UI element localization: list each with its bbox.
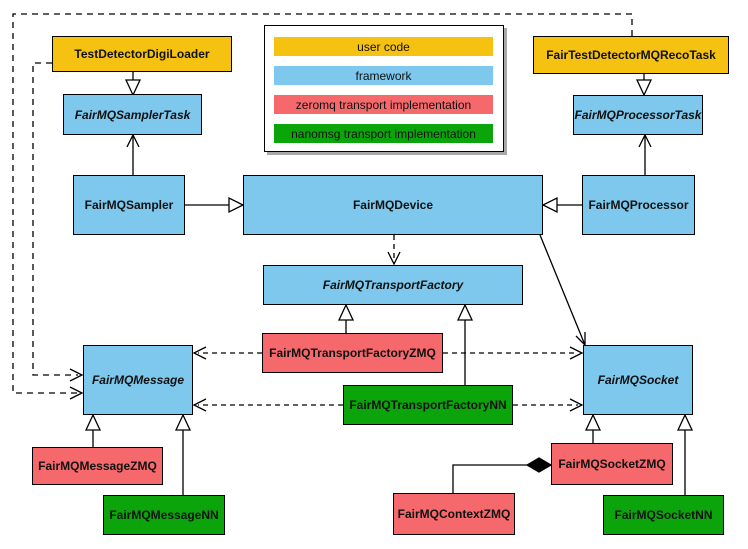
edge-dependency-device-factory xyxy=(387,235,401,266)
class-box-fairmq-message: FairMQMessage xyxy=(83,345,193,415)
edge-dependency-recotask-message xyxy=(12,13,633,400)
legend-item-zeromq: zeromq transport implementation xyxy=(274,95,493,114)
class-label: FairMQTransportFactory xyxy=(322,278,464,292)
edge-association-device-socket xyxy=(539,234,586,347)
class-label: FairMQSamplerTask xyxy=(74,107,191,122)
edge-dependency-digiloader-message xyxy=(32,62,84,382)
edge-dependency-factorynn-message xyxy=(192,398,343,412)
class-box-fairmq-context-zmq: FairMQContextZMQ xyxy=(393,493,515,535)
legend-label: zeromq transport implementation xyxy=(295,97,472,112)
class-box-test-detector-digi-loader: TestDetectorDigiLoader xyxy=(52,36,232,72)
edge-association-processor-processortask xyxy=(638,133,652,175)
edge-inheritance-messagenn-message xyxy=(174,413,192,495)
class-label: FairMQProcessor xyxy=(588,198,689,212)
legend: user code framework zeromq transport imple… xyxy=(264,25,504,152)
edge-inheritance-digiloader-samplertask xyxy=(124,72,142,97)
class-label: FairMQSocket xyxy=(597,373,679,387)
edge-inheritance-socketzmq-socket xyxy=(584,413,602,443)
class-label: FairMQSocketNN xyxy=(614,508,713,522)
class-label: FairTestDetectorMQRecoTask xyxy=(546,48,716,62)
edge-dependency-factorynn-socket xyxy=(513,398,584,412)
edge-inheritance-factoryzmq-factory xyxy=(337,303,355,333)
class-label: FairMQMessageZMQ xyxy=(38,459,157,473)
class-box-fairmq-transport-factory-nn: FairMQTransportFactoryNN xyxy=(343,385,513,425)
edge-dependency-factoryzmq-socket xyxy=(443,346,584,360)
legend-label: framework xyxy=(355,68,412,83)
class-box-fairmq-device: FairMQDevice xyxy=(243,175,543,235)
class-box-fairmq-processor-task: FairMQProcessorTask xyxy=(573,95,703,135)
edge-inheritance-processor-device xyxy=(541,196,582,214)
class-box-fairmq-sampler-task: FairMQSamplerTask xyxy=(63,94,202,135)
class-label: FairMQTransportFactoryZMQ xyxy=(269,346,436,360)
class-label: TestDetectorDigiLoader xyxy=(74,47,210,61)
edge-inheritance-sampler-device xyxy=(185,196,245,214)
edge-inheritance-recotask-processortask xyxy=(635,74,653,97)
class-label: FairMQContextZMQ xyxy=(397,507,511,521)
class-box-fairmq-message-zmq: FairMQMessageZMQ xyxy=(32,447,163,485)
legend-label: nanomsg transport implementation xyxy=(291,126,476,141)
class-label: FairMQMessage xyxy=(91,373,185,387)
legend-item-user: user code xyxy=(274,37,493,56)
composition-diamond-icon xyxy=(525,457,553,473)
class-box-fairmq-transport-factory-zmq: FairMQTransportFactoryZMQ xyxy=(262,333,443,373)
class-label: FairMQSampler xyxy=(84,198,174,212)
legend-label: user code xyxy=(357,39,410,54)
legend-item-nanomsg: nanomsg transport implementation xyxy=(274,124,493,143)
class-label: FairMQTransportFactoryNN xyxy=(349,398,507,412)
edge-inheritance-messagezmq-message xyxy=(84,413,102,447)
class-label: FairMQDevice xyxy=(352,198,434,212)
class-label: FairMQProcessorTask xyxy=(574,108,702,122)
legend-item-framework: framework xyxy=(274,66,493,85)
class-box-fairmq-message-nn: FairMQMessageNN xyxy=(103,495,225,535)
class-label: FairMQMessageNN xyxy=(109,508,219,522)
class-label: FairMQSocketZMQ xyxy=(558,457,666,471)
edge-inheritance-socketnn-socket xyxy=(676,413,694,495)
edge-association-sampler-samplertask xyxy=(126,133,140,175)
class-box-fairmq-socket: FairMQSocket xyxy=(583,345,693,415)
class-box-fairmq-sampler: FairMQSampler xyxy=(73,175,185,235)
class-box-fairmq-transport-factory: FairMQTransportFactory xyxy=(263,265,523,305)
edge-inheritance-factorynn-factory xyxy=(456,303,474,385)
class-box-fairmq-processor: FairMQProcessor xyxy=(582,175,695,235)
class-box-fair-test-detector-mq-reco-task: FairTestDetectorMQRecoTask xyxy=(533,36,729,74)
class-box-fairmq-socket-nn: FairMQSocketNN xyxy=(603,495,724,535)
class-box-fairmq-socket-zmq: FairMQSocketZMQ xyxy=(551,443,673,485)
edge-composition-socketzmq-contextzmq xyxy=(452,457,553,493)
edge-dependency-factoryzmq-message xyxy=(192,346,262,360)
